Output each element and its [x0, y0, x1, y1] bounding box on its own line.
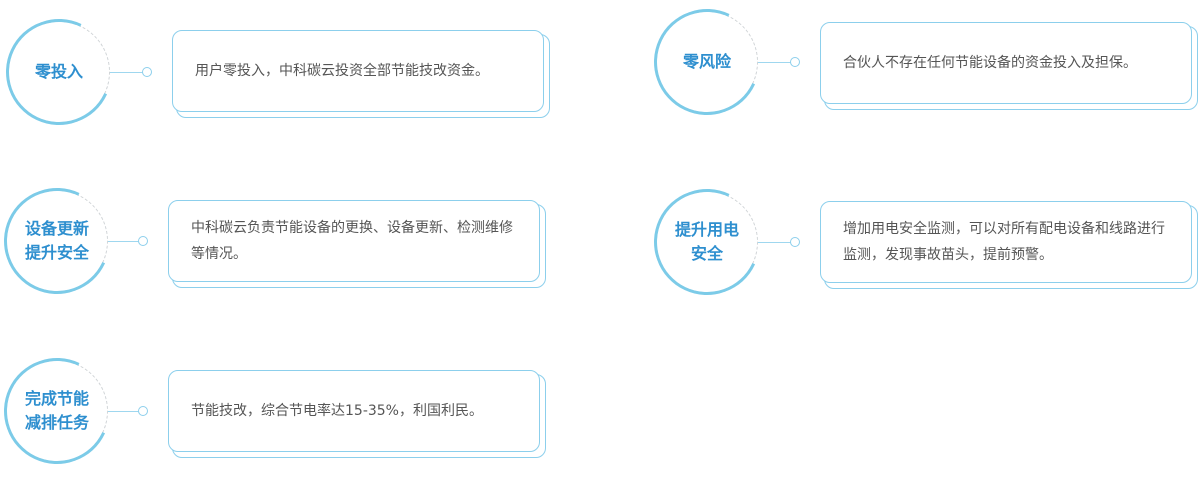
- feature-card: 中科碳云负责节能设备的更换、设备更新、检测维修等情况。: [168, 200, 540, 282]
- connector-dot: [790, 237, 800, 247]
- feature-badge: 完成节能 减排任务: [6, 360, 108, 462]
- feature-card: 节能技改，综合节电率达15-35%，利国利民。: [168, 370, 540, 452]
- connector-line: [758, 62, 792, 63]
- connector-dot: [138, 236, 148, 246]
- connector-line: [108, 241, 140, 242]
- feature-description: 增加用电安全监测，可以对所有配电设备和线路进行监测，发现事故苗头，提前预警。: [843, 221, 1165, 263]
- feature-card: 合伙人不存在任何节能设备的资金投入及担保。: [820, 22, 1192, 104]
- feature-description: 中科碳云负责节能设备的更换、设备更新、检测维修等情况。: [191, 220, 513, 262]
- connector-dot: [138, 406, 148, 416]
- feature-badge: 设备更新 提升安全: [6, 190, 108, 292]
- feature-title: 零风险: [682, 52, 731, 71]
- feature-card: 增加用电安全监测，可以对所有配电设备和线路进行监测，发现事故苗头，提前预警。: [820, 201, 1192, 283]
- connector-line: [758, 242, 792, 243]
- connector-line: [108, 411, 140, 412]
- feature-title: 零投入: [34, 62, 83, 81]
- connector-dot: [790, 57, 800, 67]
- feature-card: 用户零投入，中科碳云投资全部节能技改资金。: [172, 30, 544, 112]
- feature-description: 合伙人不存在任何节能设备的资金投入及担保。: [843, 55, 1137, 71]
- feature-title: 设备更新 提升安全: [24, 219, 89, 262]
- connector-line: [110, 72, 144, 73]
- connector-dot: [142, 67, 152, 77]
- feature-title: 提升用电 安全: [674, 220, 739, 263]
- feature-title: 完成节能 减排任务: [24, 389, 89, 432]
- feature-description: 用户零投入，中科碳云投资全部节能技改资金。: [195, 63, 489, 79]
- feature-badge: 提升用电 安全: [656, 191, 758, 293]
- feature-badge: 零风险: [656, 11, 758, 113]
- feature-badge: 零投入: [8, 21, 110, 123]
- feature-description: 节能技改，综合节电率达15-35%，利国利民。: [191, 403, 483, 419]
